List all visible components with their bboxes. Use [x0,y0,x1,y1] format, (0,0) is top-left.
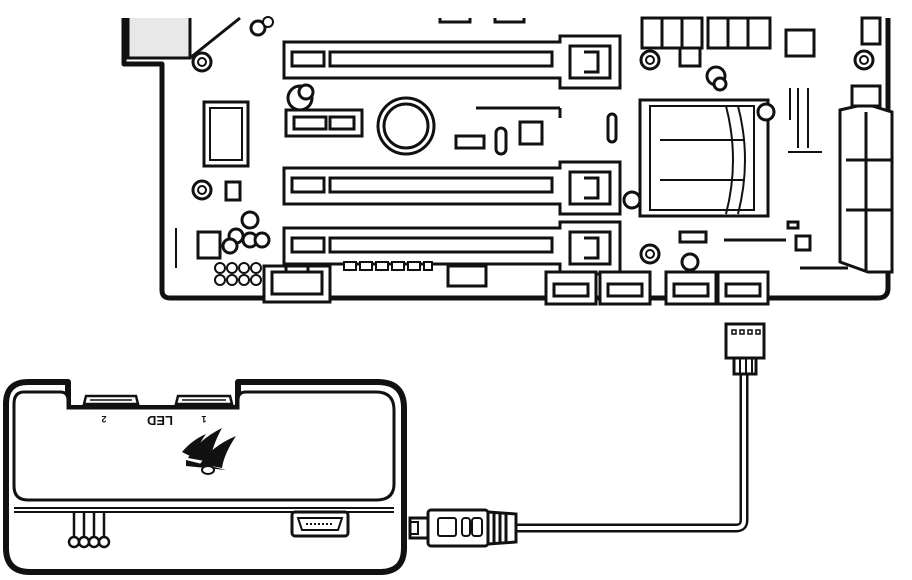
mounting-hole [853,49,875,71]
bottom-left-components [175,210,271,286]
status-led-icon [201,465,215,475]
pcie-x1-slot [284,83,364,138]
usb-headers [544,252,770,306]
front-audio-header [262,264,332,304]
mounting-hole [639,243,661,265]
mini-usb-plug-icon[interactable] [408,508,518,548]
brand-sails-logo-icon [182,428,236,470]
pcie-slot-2 [282,160,622,216]
motherboard [121,16,894,306]
side-connector-pins [67,512,111,549]
led-port-1[interactable] [174,394,234,406]
bottom-pin-row [343,261,488,288]
lighting-controller-icon: 2 LED 1 [3,379,407,575]
mounting-hole [639,49,661,71]
mounting-hole [191,51,213,73]
mini-usb-port[interactable] [290,510,350,538]
cmos-battery [376,96,436,156]
io-shield-block [126,16,274,60]
mounting-hole [191,179,213,201]
cpu-socket [622,98,786,244]
usb-cable [509,367,749,533]
port-2-label: 2 [101,414,106,424]
usb-header-connector-icon[interactable] [724,322,766,376]
pcie-slot-1 [282,34,622,90]
board-components [202,100,618,202]
port-1-label: 1 [201,414,206,424]
top-headers [438,16,882,92]
led-port-2[interactable] [82,394,140,406]
atx-power-connector [786,84,894,274]
led-label: LED [147,413,173,428]
